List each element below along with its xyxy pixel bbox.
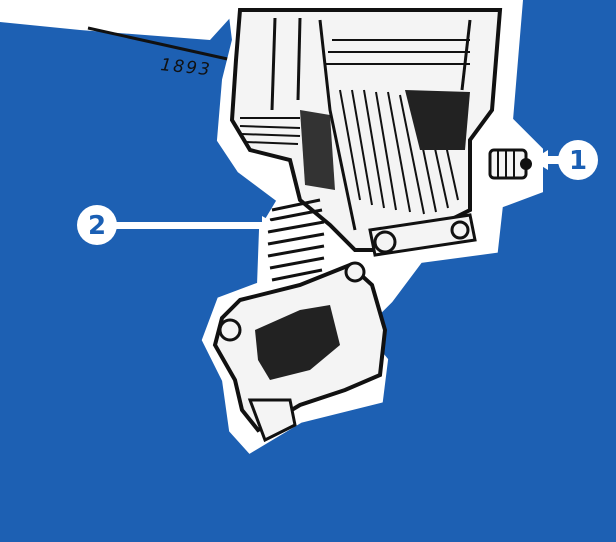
lever-end-bolt: [220, 320, 240, 340]
lever-pivot-bolt: [346, 263, 364, 281]
body-slot: [300, 110, 335, 190]
callout-1-label: 1: [569, 146, 587, 176]
callout-2-label: 2: [88, 211, 106, 241]
adjusting-screw: [490, 150, 532, 178]
